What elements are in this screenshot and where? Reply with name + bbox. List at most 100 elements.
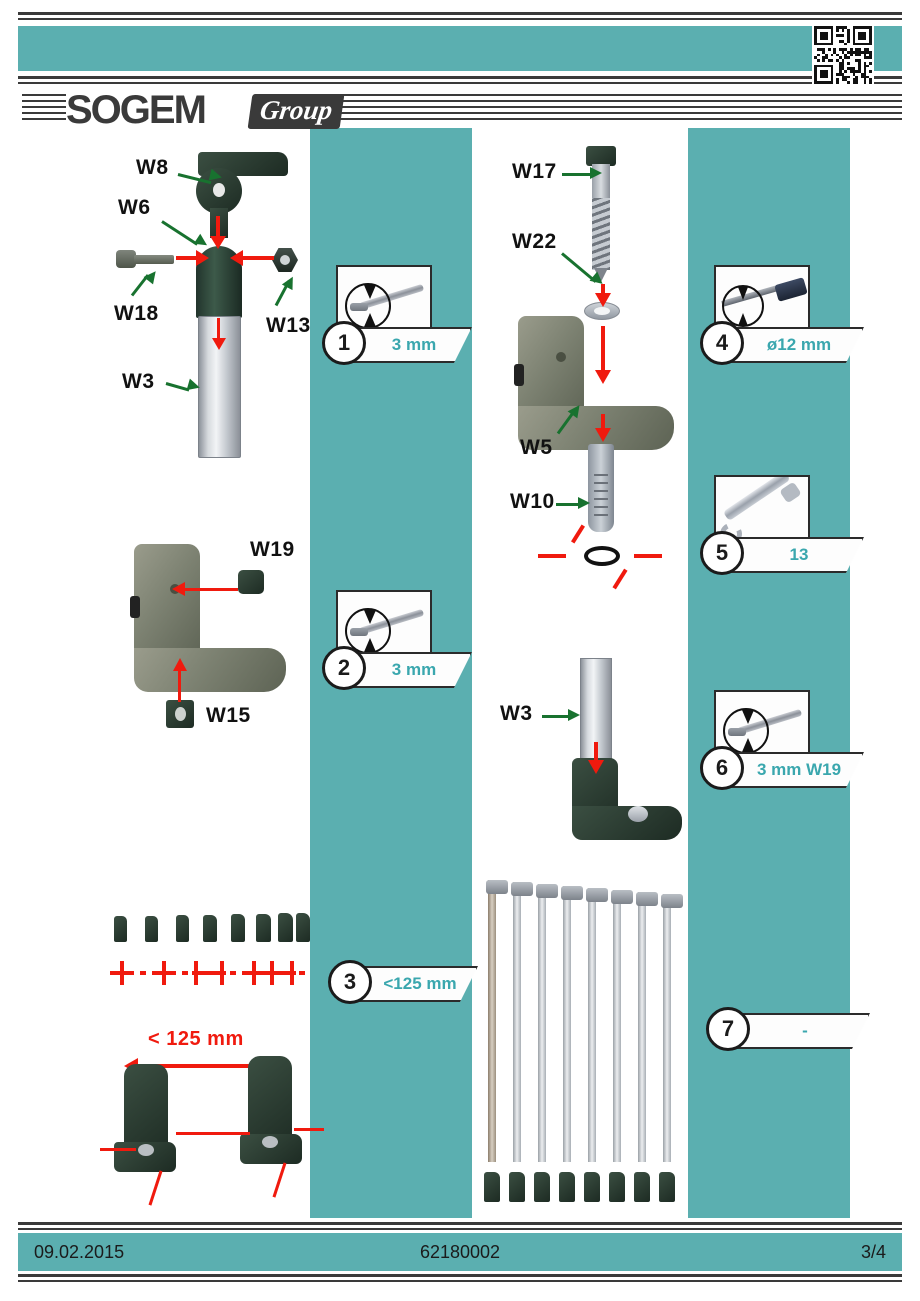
- arrow-w13-left-shaft: [242, 256, 274, 260]
- part-w5-hole: [556, 352, 566, 362]
- step-5-number: 5: [700, 531, 744, 575]
- label-w17: W17: [512, 160, 557, 183]
- arrow-w8-down-head: [210, 236, 226, 249]
- footer-page-number: 3/4: [860, 1241, 886, 1262]
- target-line-right: [634, 554, 662, 558]
- part-w17-thread: [592, 198, 610, 270]
- arrow-label-w6: [161, 216, 211, 251]
- part-w13-bore: [280, 255, 290, 265]
- rail-5-head: [586, 888, 608, 902]
- step-7-number: 7: [706, 1007, 750, 1051]
- part-w5-bracket-body: [134, 544, 200, 664]
- step-1-number: 1: [322, 321, 366, 365]
- label-w8: W8: [136, 156, 169, 179]
- rail-1: [488, 880, 496, 1162]
- step-4-spec: ø12 mm: [766, 335, 832, 354]
- header-rule-top2: [18, 18, 902, 20]
- step-callout-5[interactable]: 13 5: [694, 475, 854, 575]
- arrow-w17-shaft: [601, 284, 605, 296]
- rail-7: [638, 892, 646, 1162]
- label-w5: W5: [520, 436, 553, 459]
- rail-4-head: [561, 886, 583, 900]
- figure-finished-rails: [480, 880, 695, 1205]
- instruction-body: W8 W6 W18 W13 W3: [0, 128, 920, 1218]
- arrow-w22-head: [595, 370, 611, 384]
- arrow-w18-right-head: [196, 250, 209, 266]
- step-callout-4[interactable]: ø12 mm 4: [694, 265, 854, 365]
- rail-4: [563, 886, 571, 1162]
- label-w6: W6: [118, 196, 151, 219]
- arrow-pole-insert-head: [588, 760, 604, 774]
- arrow-w15-shaft: [178, 670, 181, 702]
- header-rule-top: [18, 12, 902, 15]
- axis-line-down-right: [272, 1162, 287, 1198]
- part-w15-bore: [175, 707, 186, 721]
- figure-bracket-inserts: W19 W15: [110, 518, 310, 748]
- step-2-spec: 3 mm: [391, 660, 437, 679]
- arrow-w15-head: [173, 658, 187, 671]
- step-callout-6[interactable]: 3 mm W19 6: [694, 690, 854, 790]
- label-w3: W3: [122, 370, 155, 393]
- figure-spacing: < 125 mm: [100, 906, 324, 1206]
- header-rule-bottom2: [18, 82, 902, 84]
- arrow-pole-down-shaft: [217, 318, 220, 340]
- rail-6-head: [611, 890, 633, 904]
- axis-line-mid: [176, 1132, 250, 1135]
- step-6-banner: 3 mm W19: [724, 752, 864, 788]
- rail-2-bracket: [509, 1172, 525, 1202]
- figure-pole-into-bracket: W3: [500, 658, 700, 840]
- footer-rule-bottom2: [18, 1280, 902, 1282]
- step-callout-7[interactable]: - 7: [700, 1007, 860, 1059]
- arrow-label-w18: [130, 267, 161, 302]
- step-2-banner: 3 mm: [346, 652, 472, 688]
- figure-anchor-assembly: W17 W22 W5 W10: [500, 138, 700, 590]
- brand-suffix: Group: [247, 94, 345, 129]
- logo-stripes-right: [312, 92, 902, 124]
- step-5-spec: 13: [789, 545, 809, 564]
- part-w22-bore: [594, 307, 610, 315]
- step-4-number: 4: [700, 321, 744, 365]
- part-bracket-bolt: [628, 806, 648, 822]
- arrow-label-w22: [561, 246, 610, 292]
- target-ellipse: [584, 546, 620, 566]
- step-1-banner: 3 mm: [346, 327, 472, 363]
- step-6-spec: 3 mm W19: [756, 760, 842, 779]
- step-4-banner: ø12 mm: [724, 327, 864, 363]
- footer-rule-bottom: [18, 1274, 902, 1277]
- rail-6-bracket: [609, 1172, 625, 1202]
- arrow-w22-shaft: [601, 326, 605, 374]
- footer-rule-top2: [18, 1228, 902, 1230]
- target-line-down: [612, 568, 628, 590]
- axis-line-right: [294, 1128, 324, 1131]
- footer-band: 09.02.2015 62180002 3/4: [18, 1233, 902, 1271]
- part-w17-tip: [594, 268, 608, 282]
- part-w19-cap: [238, 570, 264, 594]
- part-w17-head: [586, 146, 616, 166]
- step-callout-2[interactable]: 3 mm 2: [316, 590, 466, 690]
- part-w10-fins: [594, 468, 608, 522]
- label-w18: W18: [114, 302, 159, 325]
- arrow-label-w10: [556, 497, 592, 512]
- step-3-banner: <125 mm: [352, 966, 478, 1002]
- label-w13: W13: [266, 314, 311, 337]
- step-3-number: 3: [328, 960, 372, 1004]
- qr-code-icon: [812, 24, 874, 86]
- arrow-w13-left-head: [230, 250, 243, 266]
- rail-8-head: [661, 894, 683, 908]
- header-rule-bottom: [18, 76, 902, 79]
- arrow-label-w8: [177, 168, 224, 185]
- step-callout-3[interactable]: <125 mm 3: [322, 960, 472, 1012]
- label-w15: W15: [206, 704, 251, 727]
- part-bracket-slot: [130, 596, 140, 618]
- arrow-w19-shaft: [184, 588, 238, 591]
- step-callout-1[interactable]: 3 mm 1: [316, 265, 466, 365]
- step-1-spec: 3 mm: [391, 335, 437, 354]
- arrow-w5-shaft: [601, 414, 605, 432]
- arrow-w17-head: [595, 293, 611, 307]
- rail-8-bracket: [659, 1172, 675, 1202]
- rail-2-head: [511, 882, 533, 896]
- brand-name: SOGEM: [66, 88, 207, 132]
- target-line-up: [571, 524, 585, 544]
- footer-doc-number: 62180002: [419, 1241, 501, 1262]
- arrow-w19-head: [172, 582, 185, 596]
